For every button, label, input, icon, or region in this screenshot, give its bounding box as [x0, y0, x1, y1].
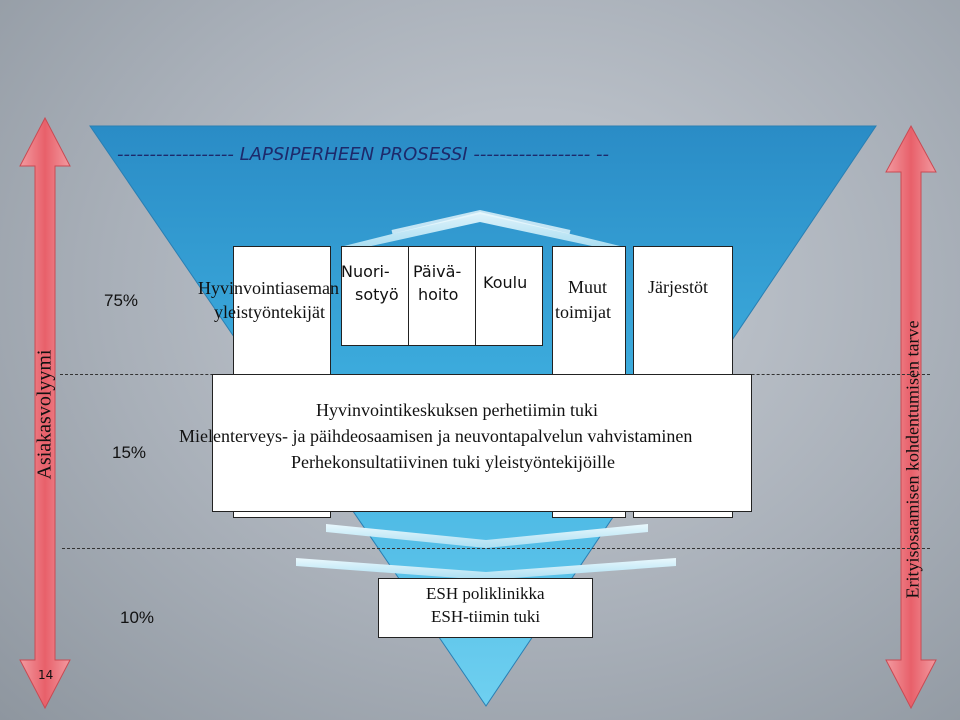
koulu-label: Koulu: [483, 273, 528, 292]
paivahoito-line1: Päivä-: [413, 262, 462, 281]
right-double-arrow: [885, 124, 937, 710]
down-chevron-1: [326, 524, 648, 548]
muut-toimijat-line2: toimijat: [555, 302, 611, 322]
right-axis-label: Erityisosaamisen kohdentumisen tarve: [902, 320, 923, 599]
hyvinvointiasema-line2: yleistyöntekijät: [214, 302, 325, 322]
bottom-box-line2: ESH-tiimin tuki: [431, 607, 541, 626]
diagram-title: ------------------ LAPSIPERHEEN PROSESSI…: [117, 144, 609, 165]
bottom-box-line1: ESH poliklinikka: [426, 584, 545, 603]
nuorisotyo-line2: sotyö: [355, 285, 399, 304]
bottom-box: [378, 578, 593, 638]
up-chevron-small: [391, 209, 571, 234]
percent-75: 75%: [104, 291, 139, 310]
center-box-line3: Perhekonsultatiivinen tuki yleistyönteki…: [291, 452, 615, 472]
left-double-arrow: [19, 116, 71, 710]
percent-10: 10%: [120, 608, 155, 627]
page-number: 14: [38, 668, 54, 682]
separator-line-bottom: [62, 548, 930, 549]
hyvinvointiasema-line1: Hyvinvointiaseman: [198, 278, 339, 298]
up-chevron: [344, 212, 620, 252]
percent-15: 15%: [112, 443, 147, 462]
box-koulu: [475, 246, 543, 346]
box-nuorisotyo: [341, 246, 409, 346]
center-box-line2: Mielenterveys- ja päihdeosaamisen ja neu…: [179, 426, 693, 446]
center-box-line1: Hyvinvointikeskuksen perhetiimin tuki: [316, 400, 598, 420]
muut-toimijat-line1: Muut: [568, 277, 608, 297]
center-box: [212, 374, 752, 512]
left-axis-label: Asiakasvolyymi: [33, 349, 56, 480]
nuorisotyo-line1: Nuori-: [341, 262, 390, 281]
jarjestot-label: Järjestöt: [648, 277, 708, 297]
down-chevron-2: [296, 558, 676, 580]
paivahoito-line2: hoito: [418, 285, 459, 304]
